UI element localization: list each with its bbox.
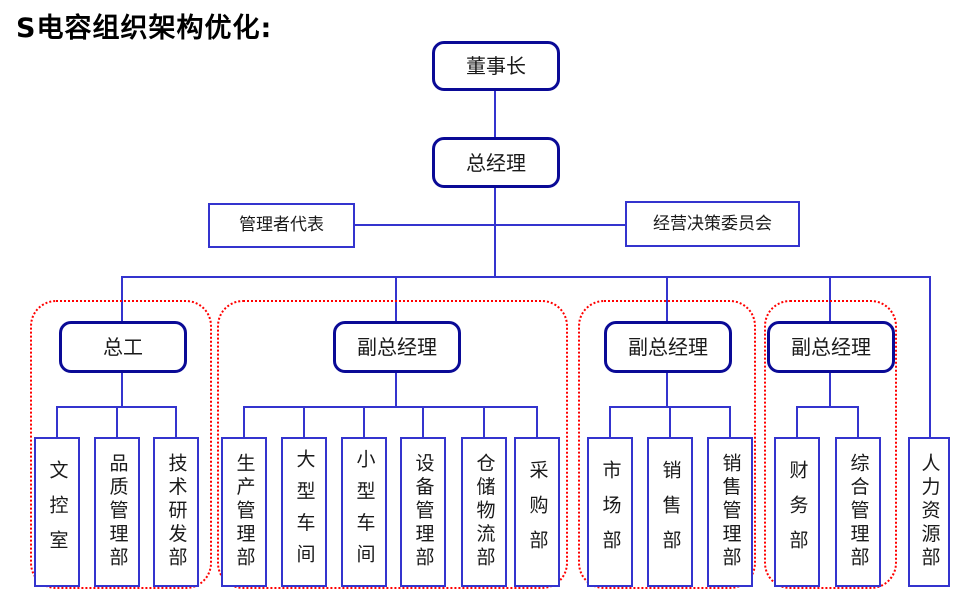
connector-line [796, 406, 798, 437]
dept-box-equipment-management: 设备管理部 [400, 437, 446, 587]
connector-line [829, 373, 831, 408]
dept-box-finance: 财务部 [774, 437, 820, 587]
connector-line [121, 276, 931, 278]
dept-box-sales-management: 销售管理部 [707, 437, 753, 587]
vp-sales-box: 副总经理 [604, 321, 732, 373]
connector-line [395, 276, 397, 323]
connector-line [422, 406, 424, 437]
connector-line [669, 406, 671, 437]
general-manager-box: 总经理 [432, 137, 560, 188]
connector-line [243, 406, 245, 437]
management-representative-box: 管理者代表 [208, 203, 355, 248]
connector-line [729, 406, 731, 437]
connector-line [857, 406, 859, 437]
connector-line [536, 406, 538, 437]
connector-line [796, 406, 859, 408]
dept-box-document-control: 文控室 [34, 437, 80, 587]
connector-line [355, 224, 625, 226]
connector-line [609, 406, 611, 437]
dept-box-warehouse-logistics: 仓储物流部 [461, 437, 507, 587]
connector-line [494, 91, 496, 137]
connector-line [494, 188, 496, 278]
dept-box-production-management: 生产管理部 [221, 437, 267, 587]
page-title: S电容组织架构优化: [16, 13, 273, 44]
connector-line [175, 406, 177, 437]
dept-box-small-workshop: 小型车间 [341, 437, 387, 587]
connector-line [929, 276, 931, 437]
dept-box-tech-rnd: 技术研发部 [153, 437, 199, 587]
chief-engineer-box: 总工 [59, 321, 187, 373]
connector-line [116, 406, 118, 437]
dept-box-human-resources: 人力资源部 [908, 437, 950, 587]
dept-box-sales: 销售部 [647, 437, 693, 587]
connector-line [829, 276, 831, 323]
dept-box-large-workshop: 大型车间 [281, 437, 327, 587]
dept-box-procurement: 采购部 [514, 437, 560, 587]
chairman-box: 董事长 [432, 41, 560, 91]
dept-box-general-management: 综合管理部 [835, 437, 881, 587]
connector-line [56, 406, 58, 437]
connector-line [303, 406, 305, 437]
connector-line [121, 373, 123, 408]
connector-line [483, 406, 485, 437]
connector-line [121, 276, 123, 323]
vp-production-box: 副总经理 [333, 321, 461, 373]
connector-line [666, 373, 668, 408]
connector-line [395, 373, 397, 408]
dept-box-marketing: 市场部 [587, 437, 633, 587]
dept-box-quality-management: 品质管理部 [94, 437, 140, 587]
connector-line [243, 406, 538, 408]
connector-line [363, 406, 365, 437]
connector-line [666, 276, 668, 323]
decision-committee-box: 经营决策委员会 [625, 201, 800, 247]
vp-admin-box: 副总经理 [767, 321, 895, 373]
